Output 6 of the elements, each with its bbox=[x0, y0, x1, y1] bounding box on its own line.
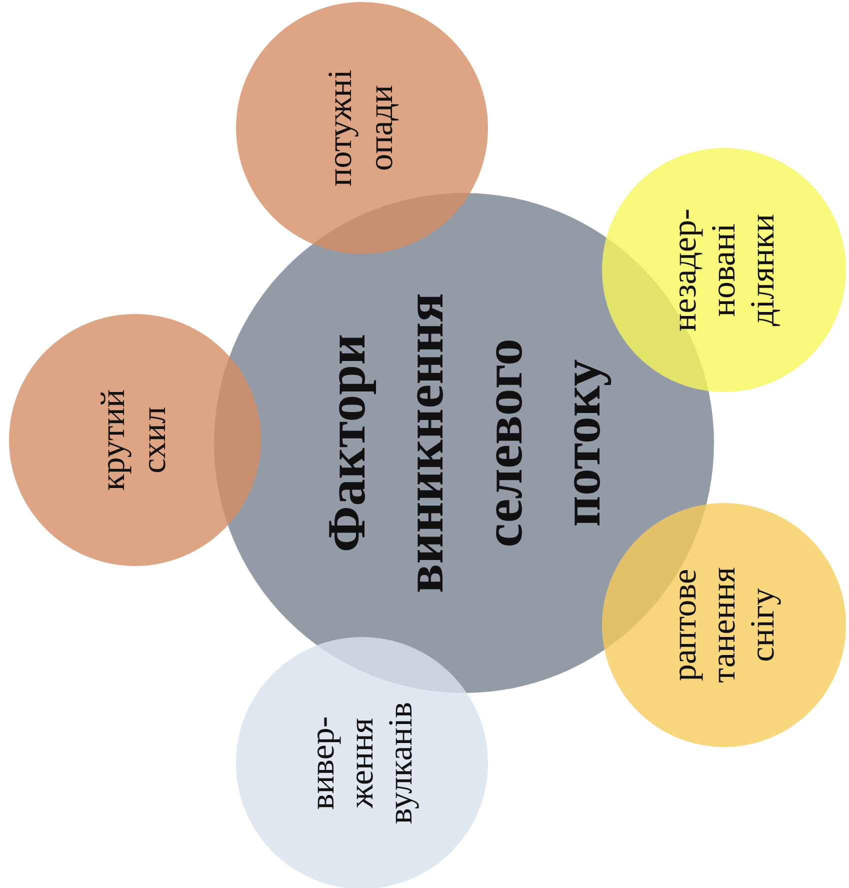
factor-label: крутий схил bbox=[94, 388, 174, 493]
central-title: Фактори виникнення селевого потоку bbox=[315, 292, 612, 596]
factor-label: незадер- новані ділянки bbox=[665, 208, 783, 334]
factor-label: раптове танення снігу bbox=[665, 566, 783, 685]
factor-label: вивер- ження вулканів bbox=[303, 700, 421, 826]
factor-label: потужні опади bbox=[321, 68, 401, 188]
